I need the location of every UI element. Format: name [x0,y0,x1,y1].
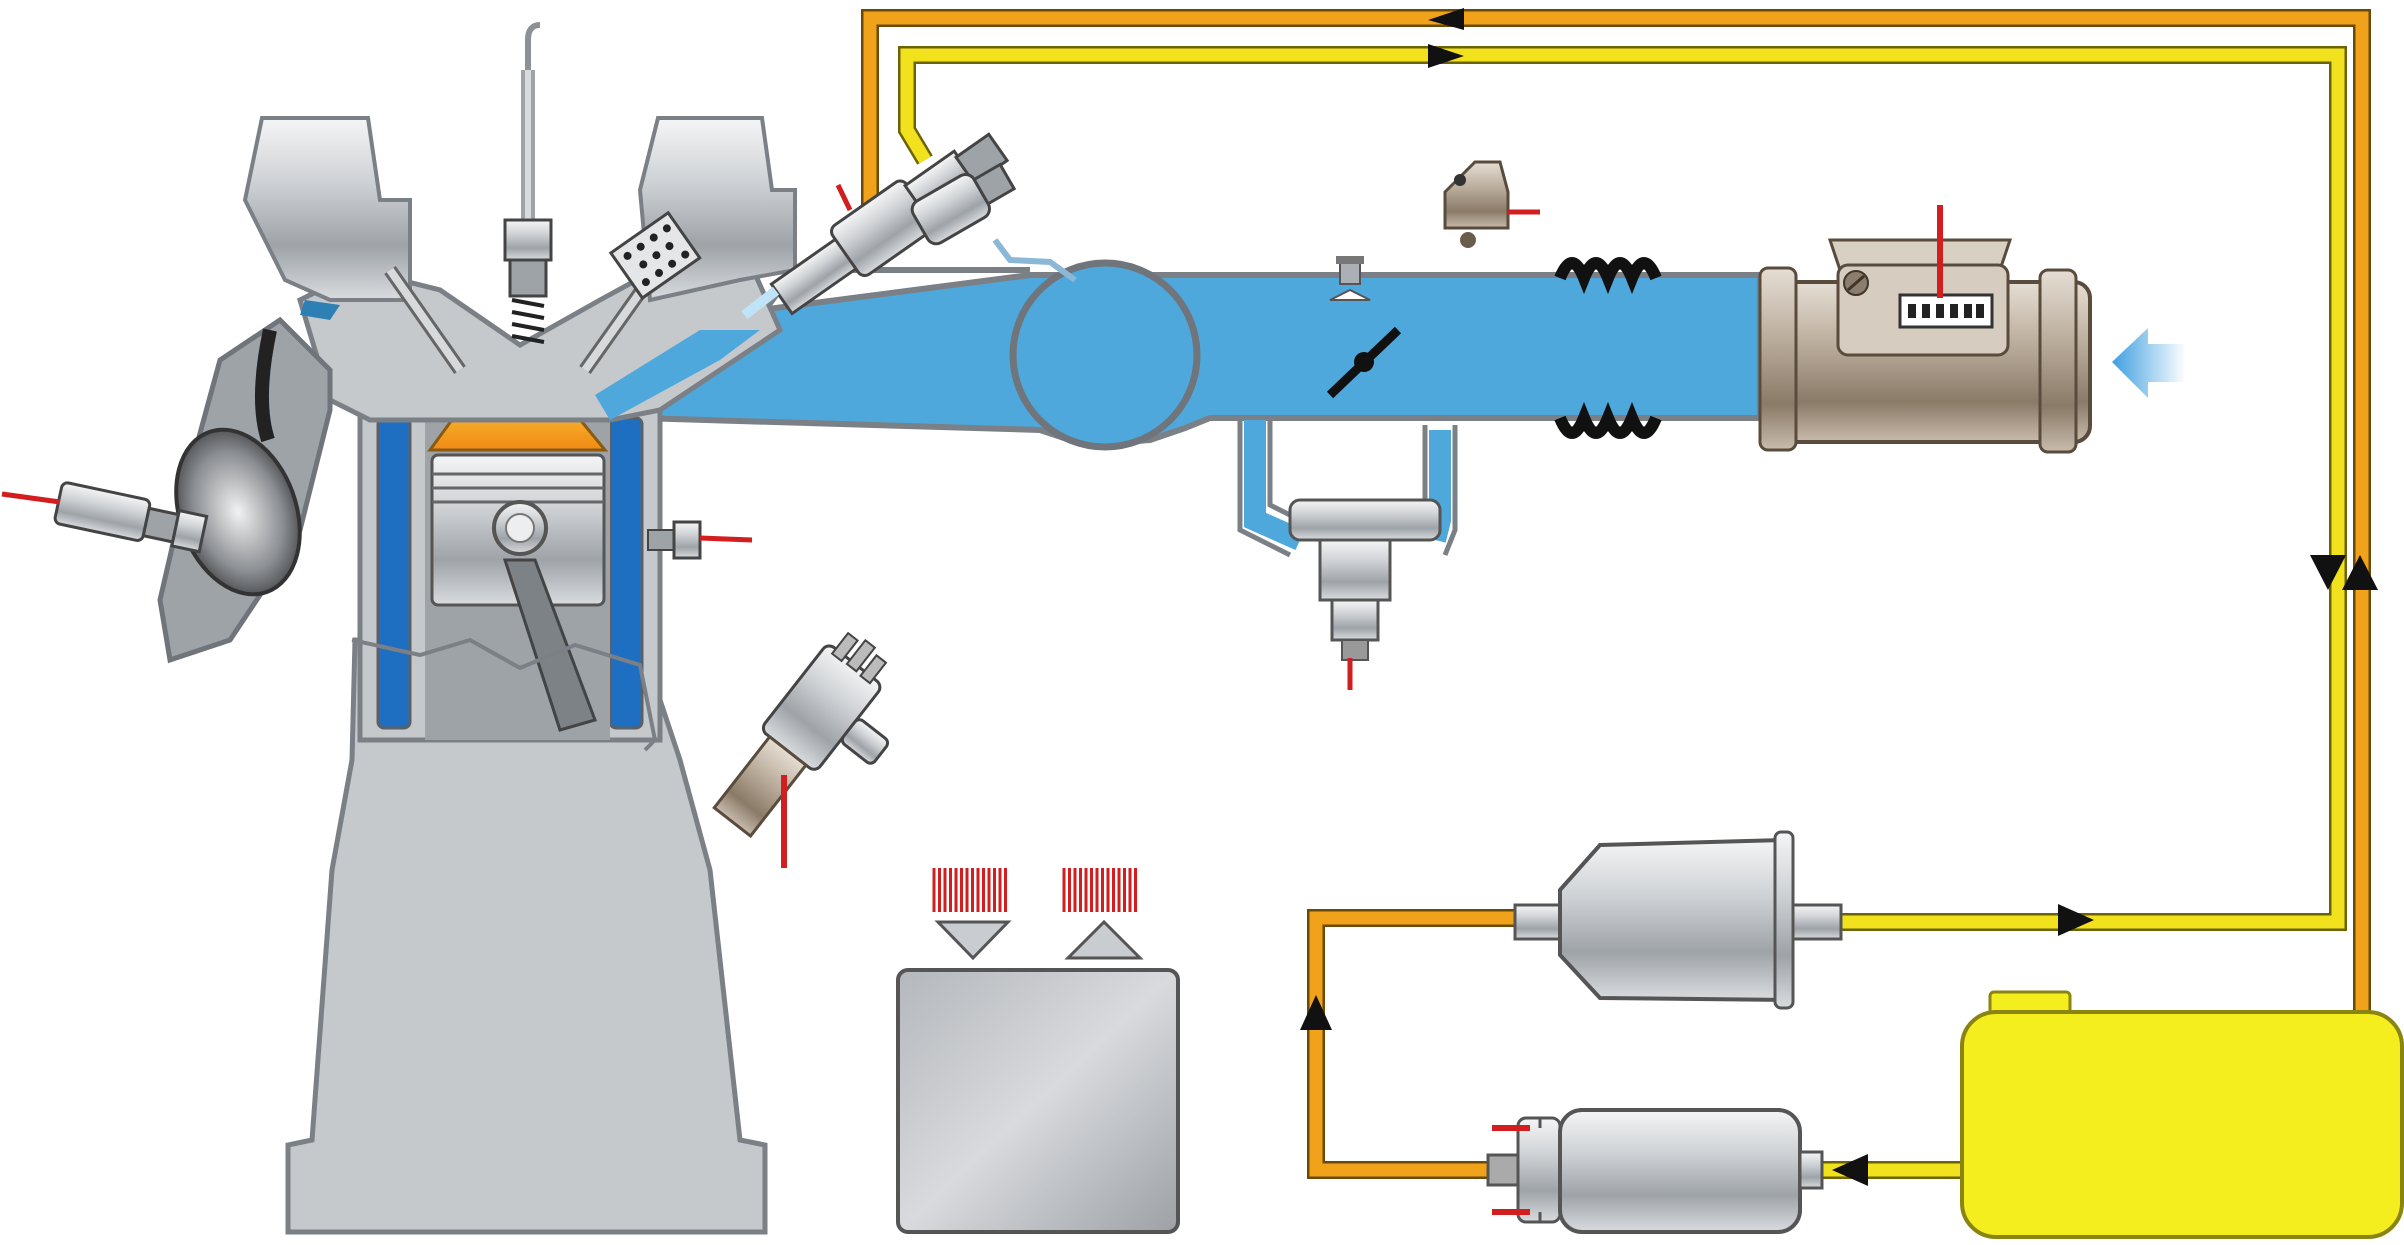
ecu-input-arrow-icon [934,920,1012,961]
flow-arrow-icon [2310,555,2346,590]
ecu-icon [896,868,1180,1234]
pump-to-filter-line [1307,909,1520,1179]
flow-arrow-icon [1832,1154,1868,1186]
fuel-pump-icon [1486,1108,1824,1234]
engine-block [285,370,768,1235]
spark-plug-icon [503,22,553,344]
lambda-sensor-icon [1,481,209,554]
ecu-input-lines [932,868,1007,912]
sensor-wire [835,183,853,212]
flow-arrow-icon [2342,555,2378,590]
throttle-valve-icon [1326,326,1402,399]
coolant-jacket [376,416,412,730]
ecu-output-lines [1062,868,1137,912]
intake-bellows [1554,257,1662,295]
auxiliary-air-valve-icon [1288,498,1442,690]
pressure-regulator-icon [910,162,1077,283]
fuel-tank-icon [1960,990,2404,1239]
flow-arrow-icon [2058,904,2094,936]
intake-plenum [1009,259,1201,451]
temperature-sensor-icon [647,520,753,560]
flow-arrow-icon [1428,44,1464,68]
intake-air-arrow-icon [2112,328,2186,398]
flow-arrow-icon [1300,995,1332,1030]
fuel-lines [861,8,2378,1186]
temperature-sensor-icon [1329,256,1371,301]
sensor-wire [699,535,753,543]
fuel-filter-icon [1513,830,1843,1010]
air-flow-meter-icon [1758,205,2092,454]
piston-icon [430,453,606,732]
ecu-output-arrow-icon [1064,919,1144,960]
cylinder-head [157,116,797,664]
fuel-supply-line [898,46,2347,931]
sensor-wire [1,491,61,505]
flow-arrow-icon [1428,8,1464,30]
intake-manifold [585,256,1763,558]
coolant-jacket [608,416,644,730]
pressure-sensor-icon [1443,160,1540,248]
distributor-icon [712,631,890,868]
